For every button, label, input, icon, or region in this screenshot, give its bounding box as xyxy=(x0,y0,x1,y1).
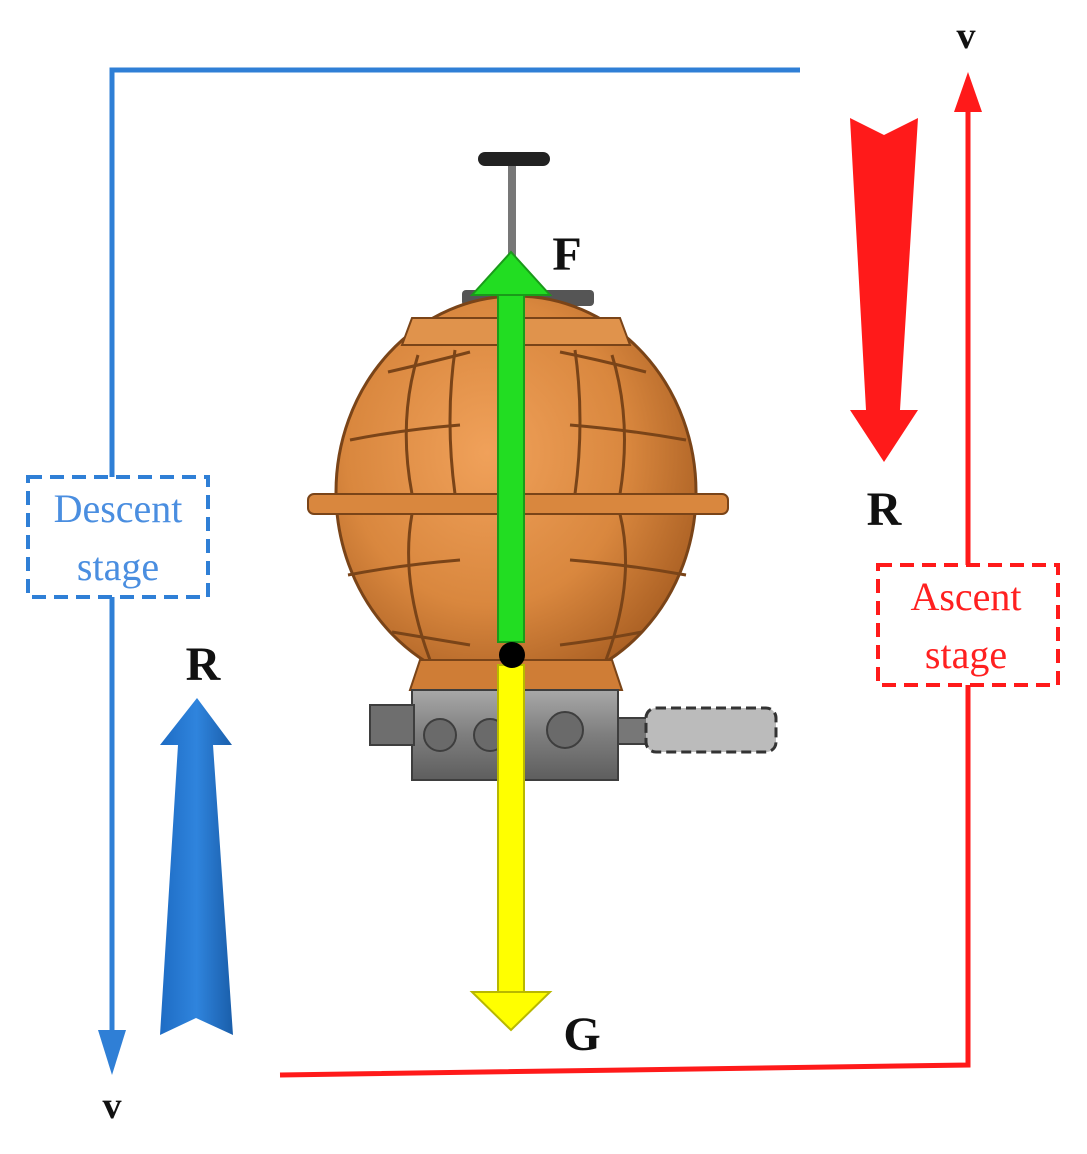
resistance-arrow-down xyxy=(850,118,918,462)
descent-velocity-arrowhead xyxy=(98,1030,126,1075)
descent-label-line2: stage xyxy=(77,544,159,589)
instrument-illustration xyxy=(307,152,778,781)
resistance-label-right: R xyxy=(867,483,903,536)
force-label-f: F xyxy=(552,228,581,281)
force-label-g: G xyxy=(563,1008,600,1061)
ascent-velocity-arrowhead xyxy=(954,72,982,112)
gravity-force-arrow xyxy=(469,664,553,1032)
resistance-arrow-up xyxy=(160,698,233,1035)
resistance-label-left: R xyxy=(186,638,222,691)
velocity-label-bottom: v xyxy=(103,1085,122,1127)
handle-grip xyxy=(478,152,550,166)
ascent-label-line1: Ascent xyxy=(910,574,1021,619)
side-probe xyxy=(644,706,778,754)
handle-stem xyxy=(508,160,516,260)
velocity-label-top: v xyxy=(957,15,976,57)
center-of-mass-dot xyxy=(499,642,525,668)
descent-label-line1: Descent xyxy=(54,486,183,531)
buoyancy-force-arrow xyxy=(469,250,553,643)
ascent-stage-box: Ascent stage xyxy=(876,563,1060,687)
ascent-label-line2: stage xyxy=(925,632,1007,677)
descent-path xyxy=(98,67,800,1075)
ascent-path xyxy=(279,72,982,1078)
descent-stage-box: Descent stage xyxy=(26,475,210,599)
